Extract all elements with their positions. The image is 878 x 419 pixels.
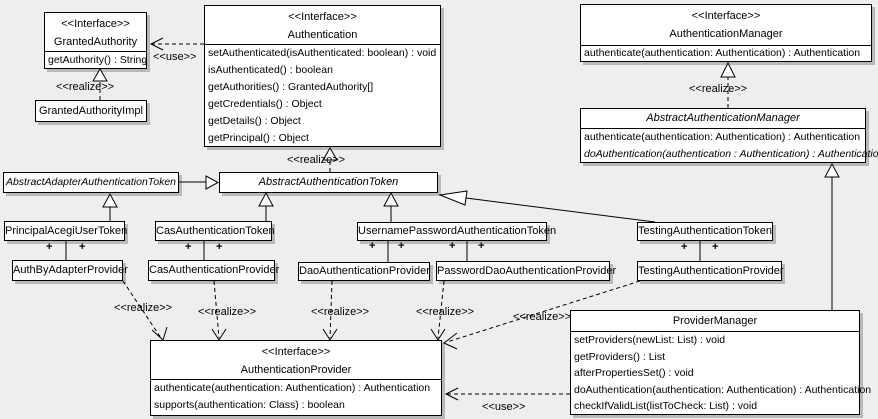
class-header: <<Interface>> Authentication (205, 6, 440, 45)
class-abstract-authentication-manager: AbstractAuthenticationManager authentica… (580, 108, 878, 163)
label-realize-granted-authority: <<realize>> (56, 81, 115, 93)
plus-marker: + (369, 240, 376, 252)
plus-marker: + (449, 240, 456, 252)
class-name: CasAuthenticationToken (156, 225, 275, 237)
method-list: authenticate(authentication: Authenticat… (581, 129, 878, 163)
class-password-dao-authentication-provider: PasswordDaoAuthenticationProvider (436, 261, 617, 281)
class-name: AbstractAuthenticationManager (646, 112, 800, 124)
label-realize-auth-by-adapter: <<realize>> (114, 302, 173, 314)
edge-generalization-principal-to-adapter (102, 192, 118, 221)
class-name: TestingAuthenticationToken (638, 225, 772, 237)
class-name: GrantedAuthority (53, 36, 138, 48)
method: checkIfValidList(listToCheck: List) : vo… (574, 400, 758, 412)
plus-marker: + (712, 241, 719, 253)
method: afterPropertiesSet() : void (574, 367, 694, 379)
label-use-bottom: <<use>> (482, 401, 526, 413)
class-provider-manager: ProviderManager setProviders(newList: Li… (570, 310, 872, 415)
method: authenticate(authentication: Authenticat… (154, 382, 431, 394)
class-abstract-authentication-token: AbstractAuthenticationToken (219, 172, 438, 193)
class-header: <<Interface>> GrantedAuthority (45, 13, 146, 52)
method: getCredentials() : Object (208, 98, 322, 110)
class-header: <<Interface>> AuthenticationManager (581, 5, 871, 46)
method-list: authenticate(authentication: Authenticat… (151, 380, 441, 414)
class-name: AuthenticationProvider (240, 364, 352, 376)
class-name: DaoAuthenticationProvider (299, 265, 430, 277)
class-abstract-adapter-authentication-token: AbstractAdapterAuthenticationToken (3, 172, 179, 193)
class-testing-authentication-token: TestingAuthenticationToken (637, 222, 773, 241)
edge-use-provider-manager-to-authentication-provider (444, 387, 570, 401)
class-name: CasAuthenticationProvider (149, 264, 280, 276)
edge-use-authentication-to-granted-authority (149, 37, 204, 51)
stereotype-label: <<Interface>> (261, 346, 331, 358)
plus-marker: + (398, 240, 405, 252)
class-name: UsernamePasswordAuthenticationToken (358, 225, 557, 237)
method: getProviders() : List (574, 350, 666, 363)
class-name: TestingAuthenticationProvider (638, 265, 784, 277)
class-granted-authority-impl: GrantedAuthorityImpl (35, 100, 147, 122)
edge-generalization-testing-token-to-abstract-token (438, 190, 656, 223)
label-realize-testing-provider: <<realize>> (513, 311, 572, 323)
plus-marker: + (681, 241, 688, 253)
method-list: setAuthenticated(isAuthenticated: boolea… (205, 45, 440, 147)
class-username-password-authentication-token: UsernamePasswordAuthenticationToken (357, 222, 557, 241)
class-header: ProviderManager (571, 311, 859, 332)
label-realize-abstract-token: <<realize>> (287, 154, 346, 166)
class-name: PrincipalAcegiUserToken (5, 225, 128, 237)
stereotype-label: <<Interface>> (61, 18, 130, 30)
class-header: AbstractAuthenticationManager (581, 109, 865, 129)
plus-marker: + (478, 240, 485, 252)
class-granted-authority: <<Interface>> GrantedAuthority getAuthor… (44, 12, 147, 69)
plus-marker: + (216, 241, 223, 253)
class-auth-by-adapter-provider: AuthByAdapterProvider (12, 260, 128, 281)
class-dao-authentication-provider: DaoAuthenticationProvider (298, 262, 430, 281)
edge-generalization-adapter-to-abstract-token (179, 175, 220, 190)
class-authentication-manager: <<Interface>> AuthenticationManager auth… (580, 4, 872, 62)
class-name: AbstractAdapterAuthenticationToken (5, 176, 177, 188)
plus-marker: + (79, 241, 86, 253)
method: doAuthentication(authentication: Authent… (574, 383, 872, 396)
class-authentication-provider: <<Interface>> AuthenticationProvider aut… (150, 340, 442, 416)
label-use-top: <<use>> (153, 51, 197, 63)
label-realize-dao-provider: <<realize>> (311, 306, 370, 318)
class-cas-authentication-provider: CasAuthenticationProvider (148, 260, 280, 281)
class-header: <<Interface>> AuthenticationProvider (151, 341, 441, 380)
class-name: Authentication (287, 29, 358, 41)
class-name: AbstractAuthenticationToken (258, 176, 399, 188)
method: doAuthentication(authentication : Authen… (584, 148, 878, 160)
label-realize-password-dao-provider: <<realize>> (416, 306, 475, 318)
method: authenticate(authentication: Authenticat… (584, 131, 861, 143)
method: getDetails() : Object (208, 115, 301, 127)
method-list: setProviders(newList: List) : void getPr… (571, 332, 872, 415)
label-realize-cas-provider: <<realize>> (198, 306, 257, 318)
method: getPrincipal() : Object (208, 132, 309, 144)
class-name: PasswordDaoAuthenticationProvider (437, 265, 617, 277)
plus-marker: + (185, 241, 192, 253)
edge-generalization-cas-token-to-abstract-token (258, 191, 274, 221)
method: authenticate(authentication: Authenticat… (584, 47, 861, 59)
stereotype-label: <<Interface>> (288, 11, 357, 23)
class-authentication: <<Interface>> Authentication setAuthenti… (204, 5, 441, 147)
class-name: AuthenticationManager (669, 28, 783, 40)
class-name: AuthByAdapterProvider (13, 264, 128, 276)
method: isAuthenticated() : boolean (208, 64, 333, 76)
class-testing-authentication-provider: TestingAuthenticationProvider (637, 261, 784, 281)
edge-generalization-provider-manager-to-abstract-manager (824, 162, 840, 310)
method: setProviders(newList: List) : void (574, 334, 726, 346)
class-name: GrantedAuthorityImpl (39, 105, 143, 117)
class-principal-acegi-user-token: PrincipalAcegiUserToken (4, 221, 128, 241)
edge-generalization-username-token-to-abstract-token (383, 191, 399, 222)
stereotype-label: <<Interface>> (691, 10, 761, 22)
method: setAuthenticated(isAuthenticated: boolea… (208, 47, 437, 59)
method: getAuthority() : String (48, 54, 148, 66)
method: supports(authentication: Class) : boolea… (154, 399, 345, 411)
label-realize-abstract-manager: <<realize>> (689, 83, 748, 95)
class-name: ProviderManager (672, 315, 758, 327)
plus-marker: + (46, 241, 53, 253)
class-cas-authentication-token: CasAuthenticationToken (155, 221, 275, 241)
method: getAuthorities() : GrantedAuthority[] (208, 81, 374, 93)
